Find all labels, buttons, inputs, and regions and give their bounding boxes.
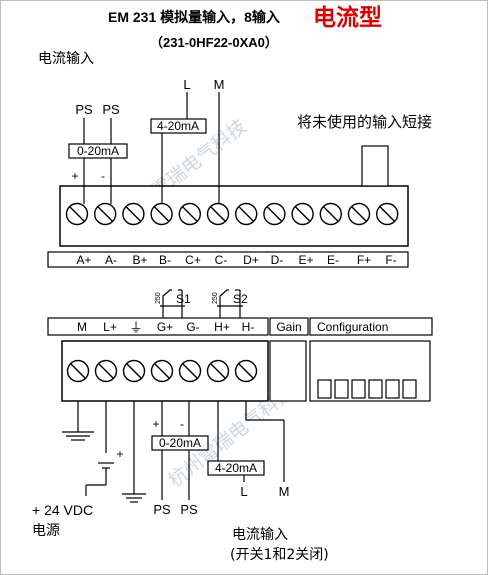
short-link <box>361 145 389 187</box>
configuration-label: Configuration <box>317 320 388 334</box>
bottom-screw-1[interactable] <box>66 359 90 383</box>
top-M-label: M <box>214 77 225 92</box>
top-screw-6[interactable] <box>206 202 230 226</box>
top-terminal-label: A- <box>105 253 117 267</box>
order-number: （231-0HF22-0XA0） <box>150 35 278 50</box>
bottom-M-label: M <box>279 484 290 499</box>
bottom-L-label: L <box>240 484 247 499</box>
top-screw-3[interactable] <box>122 202 145 226</box>
top-terminal-label: F+ <box>357 253 371 267</box>
bottom-range-4-20-label: 4-20mA <box>215 461 257 475</box>
bottom-minus-sign: - <box>180 417 184 431</box>
top-terminal-label: E+ <box>298 253 313 267</box>
supply-voltage-label: + 24 VDC <box>32 502 94 518</box>
top-terminal-label: A+ <box>76 253 91 267</box>
dip-switch-1 <box>317 379 332 399</box>
top-terminal-label: D+ <box>243 253 259 267</box>
top-screw-terminals <box>65 202 399 226</box>
bottom-range-4-20-box <box>207 460 265 476</box>
top-screw-5[interactable] <box>178 202 202 226</box>
bottom-screw-5[interactable] <box>178 359 202 383</box>
top-minus-sign: - <box>101 169 105 183</box>
top-range-0-20-box <box>68 143 128 159</box>
dip-switch-6 <box>402 379 417 399</box>
top-range-0-20-label: 0-20mA <box>77 144 119 158</box>
bottom-terminal-label: H+ <box>214 320 230 334</box>
bottom-ps1-label: PS <box>153 502 171 517</box>
top-ps1-label: PS <box>75 102 93 117</box>
gain-pot <box>269 340 307 402</box>
top-terminal-label: D- <box>271 253 284 267</box>
top-terminal-label: B+ <box>132 253 147 267</box>
power-label: 电源 <box>32 523 60 539</box>
dip-switch-2 <box>334 379 349 399</box>
bottom-terminal-label: M <box>77 320 87 334</box>
bottom-screw-7[interactable] <box>234 359 258 383</box>
top-screw-2[interactable] <box>93 202 117 226</box>
module-title: EM 231 模拟量输入，8输入 <box>108 9 280 25</box>
module-type-highlight: 电流型 <box>313 4 382 31</box>
bottom-plus-sign: + <box>152 417 159 431</box>
bottom-terminal-label: G+ <box>157 320 173 334</box>
bottom-terminal-label: H- <box>242 320 255 334</box>
switch-note: (开关1和2关闭) <box>230 547 329 563</box>
top-terminal-label-strip <box>47 251 409 268</box>
top-screw-7[interactable] <box>234 202 258 226</box>
bottom-screw-2[interactable] <box>94 359 118 383</box>
resistor-250-ohm-2: 250 <box>212 292 219 304</box>
top-plus-sign: + <box>71 169 78 183</box>
supply-plus-sign: + <box>116 447 123 461</box>
current-input-label-bottom: 电流输入 <box>232 527 288 543</box>
top-terminal-label: C- <box>215 253 228 267</box>
configuration-label-box <box>309 317 433 336</box>
top-terminal-label: F- <box>385 253 396 267</box>
bottom-terminal-label: L+ <box>103 320 117 334</box>
top-screw-4[interactable] <box>150 202 173 226</box>
top-terminal-label: B- <box>159 253 171 267</box>
top-screw-9[interactable] <box>291 202 314 226</box>
gain-label: Gain <box>276 320 301 334</box>
bottom-screw-terminals <box>66 359 258 383</box>
current-input-label-top: 电流输入 <box>38 51 94 67</box>
bottom-screw-4[interactable] <box>150 359 174 383</box>
bottom-screw-3[interactable] <box>122 359 146 383</box>
top-screw-12[interactable] <box>376 202 399 226</box>
bottom-terminal-labels: M L+ G+ G- H+ H- <box>77 320 254 334</box>
bottom-range-0-20-label: 0-20mA <box>159 436 201 450</box>
top-terminal-label: E- <box>327 253 339 267</box>
bottom-terminal-label: G- <box>186 320 199 334</box>
top-terminal-label: C+ <box>185 253 201 267</box>
dip-switch-5 <box>385 379 400 399</box>
top-range-4-20-box <box>150 118 207 134</box>
dip-switch-3 <box>351 379 366 399</box>
resistor-250-ohm-1: 250 <box>155 292 162 304</box>
bottom-screw-6[interactable] <box>206 359 230 383</box>
gain-label-box <box>269 317 309 336</box>
top-screw-10[interactable] <box>319 202 342 226</box>
switch-s1-label: S1 <box>176 292 191 306</box>
top-range-4-20-label: 4-20mA <box>157 119 199 133</box>
bottom-terminal-label-strip <box>47 317 269 336</box>
top-screw-11[interactable] <box>347 202 371 226</box>
top-ps2-label: PS <box>102 102 120 117</box>
bottom-range-0-20-box <box>151 435 209 451</box>
top-screw-1[interactable] <box>65 202 89 226</box>
top-terminal-labels: A+ A- B+ B- C+ C- D+ D- E+ E- F+ F- <box>76 253 396 267</box>
bottom-ps2-label: PS <box>180 502 198 517</box>
switch-s2-label: S2 <box>233 292 248 306</box>
top-L-label: L <box>183 77 190 92</box>
top-screw-8[interactable] <box>263 202 286 226</box>
dip-switch-4 <box>368 379 383 399</box>
short-unused-inputs-note: 将未使用的输入短接 <box>297 113 433 131</box>
ground-terminal-symbol: ⏚ <box>129 320 142 335</box>
